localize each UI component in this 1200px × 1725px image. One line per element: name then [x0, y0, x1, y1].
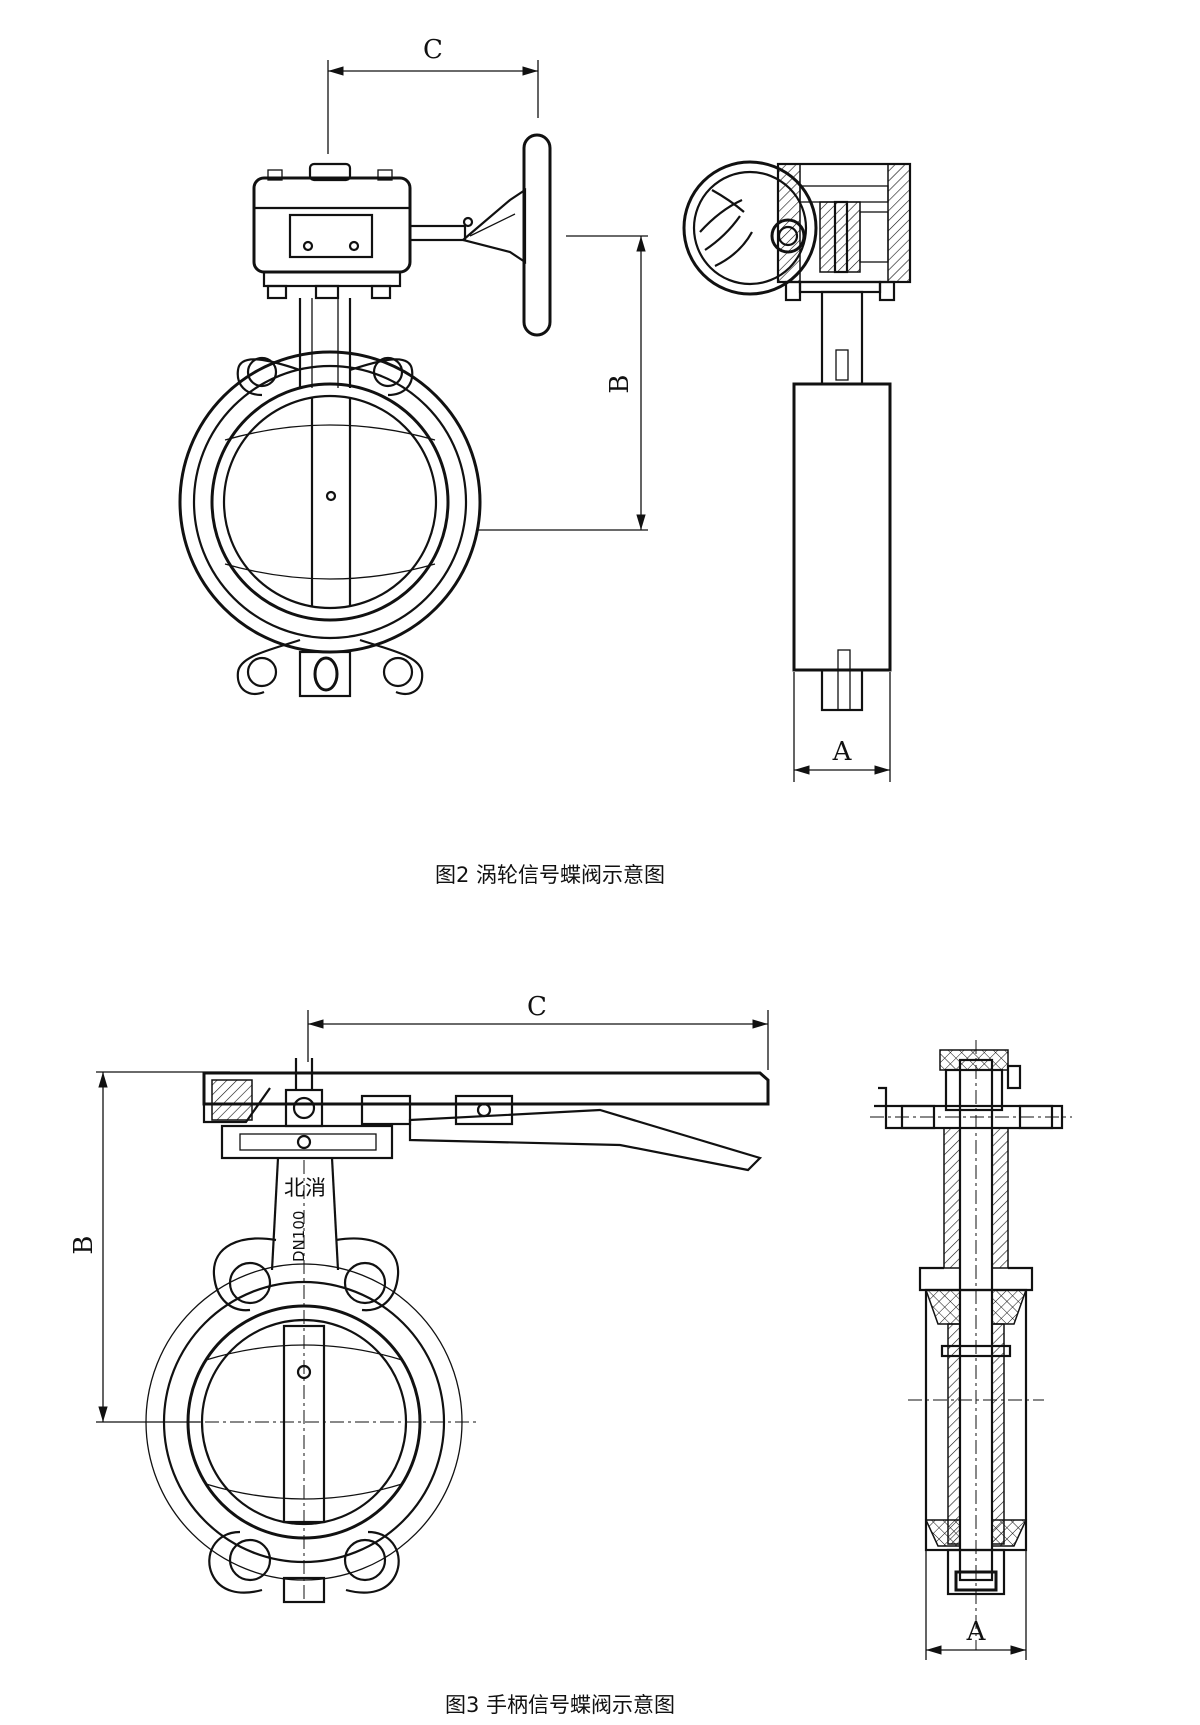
body-marking-brand: 北消: [284, 1176, 326, 1200]
figure3-dimension-b: B: [69, 1072, 108, 1422]
figure3-side-view: A: [870, 1040, 1072, 1660]
figure2-dimension-b: B: [605, 236, 646, 530]
figure2-caption: 图2 涡轮信号蝶阀示意图: [435, 863, 665, 887]
dimension-label-c: C: [527, 992, 547, 1022]
dimension-label-b: B: [605, 374, 635, 393]
body-marking-size: DN100: [290, 1211, 308, 1262]
figure3-caption: 图3 手柄信号蝶阀示意图: [445, 1693, 675, 1717]
dimension-label-a: A: [832, 737, 853, 767]
dimension-label-a: A: [966, 1617, 987, 1647]
figure2-dimension-c: C: [327, 35, 539, 154]
figure2-side-view: A: [682, 160, 912, 782]
figure2-front-view: [178, 133, 648, 698]
figure3-front-view: 北消 DN100: [96, 1058, 770, 1604]
dimension-label-b: B: [69, 1235, 99, 1254]
dimension-label-c: C: [423, 35, 443, 65]
figure3-dimension-c: C: [307, 992, 769, 1070]
